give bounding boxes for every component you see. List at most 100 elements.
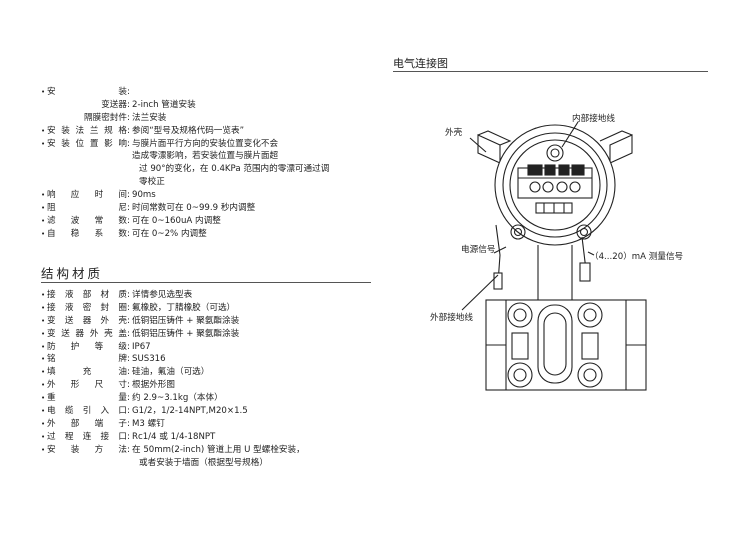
spec-label: 安装方法: [47, 444, 127, 455]
spec-row: •响应时间:90ms: [41, 189, 371, 202]
bullet-icon: •: [41, 419, 46, 428]
bullet-icon: •: [41, 291, 46, 299]
spec-row: •安装法兰规格:参阅“型号及规格代码一览表”: [41, 125, 371, 138]
spec-label: 接液部材质: [47, 290, 127, 300]
spec-value: 硅油，氟油（可选）: [132, 367, 210, 378]
colon: :: [127, 125, 130, 136]
spec-value: 可在 0~160uA 内调整: [132, 215, 221, 226]
spec-value: 参阅“型号及规格代码一览表”: [132, 125, 245, 136]
spec-value: 或者安装于墙面（根据型号规格）: [139, 457, 268, 468]
bullet-icon: •: [41, 368, 46, 377]
spec-value: 根据外形图: [132, 380, 175, 391]
colon: :: [127, 393, 130, 404]
spec-row: 零校正: [41, 176, 371, 189]
spec-value: 与膜片面平行方向的安装位置变化不会: [132, 138, 279, 149]
colon: :: [127, 315, 130, 326]
spec-label: 变送器外壳盖: [47, 328, 127, 339]
colon: :: [127, 354, 130, 365]
spec-value: 约 2.9~3.1kg（本体）: [132, 393, 223, 404]
spec-label: 外形尺寸: [47, 380, 127, 391]
spec-label: 填 充 油: [47, 367, 127, 378]
spec-row: 变送器:2-inch 管道安装: [41, 99, 371, 112]
spec-value: 低铜铝压铸件 + 聚氨酯涂装: [132, 315, 240, 326]
spec-row: •外形尺寸:根据外形图: [41, 379, 371, 392]
spec-row: •安装方法:在 50mm(2-inch) 管道上用 U 型螺栓安装，: [41, 444, 371, 457]
colon: :: [127, 406, 130, 417]
colon: :: [127, 418, 130, 429]
spec-label: 外部端子: [47, 418, 127, 429]
materials-title: 结构材质: [41, 266, 104, 281]
spec-value: 在 50mm(2-inch) 管道上用 U 型螺栓安装，: [132, 444, 305, 455]
spec-label: 铭 牌: [47, 354, 127, 365]
housing-ring: [502, 132, 608, 238]
spec-row: •过程连接口:Rc1/4 或 1/4-18NPT: [41, 431, 371, 444]
spec-row: •滤波常数:可在 0~160uA 内调整: [41, 215, 371, 228]
label-shell: 外壳: [445, 128, 463, 138]
spec-value: G1/2，1/2-14NPT,M20×1.5: [132, 406, 248, 417]
spec-row: •铭 牌:SUS316: [41, 353, 371, 366]
spec-value: 可在 0~2% 内调整: [132, 228, 207, 239]
wiring-title: 电气连接图: [393, 57, 448, 70]
spec-row: 或者安装于墙面（根据型号规格）: [41, 457, 371, 470]
label-internal-ground: 内部接地线: [572, 114, 615, 124]
label-measure-signal: （4...20）mA 测量信号: [590, 252, 684, 262]
spec-value: 法兰安装: [132, 112, 167, 123]
spec-value: 造成零漂影响，若安装位置与膜片面超: [132, 151, 279, 162]
label-external-ground: 外部接地线: [430, 313, 473, 323]
bullet-icon: •: [41, 432, 46, 441]
wiring-diagram: [461, 121, 647, 391]
bullet-icon: •: [41, 342, 46, 351]
colon: :: [127, 215, 130, 226]
bullet-icon: •: [41, 191, 46, 200]
colon: :: [127, 367, 130, 378]
spec-row: 隔膜密封件:法兰安装: [41, 112, 371, 125]
spec-label: 重 量: [47, 393, 127, 404]
spec-value: 低铜铝压铸件 + 聚氨酯涂装: [132, 328, 240, 339]
spec-value: 过 90°的变化，在 0.4KPa 范围内的零漂可通过调: [139, 164, 330, 175]
colon: :: [127, 99, 130, 110]
spec-row: •防护等级:IP67: [41, 341, 371, 354]
spec-label: 过程连接口: [47, 431, 127, 442]
bullet-icon: •: [41, 216, 46, 225]
spec-value: 详情参见选型表: [132, 290, 193, 300]
spec-value: 氟橡胶，丁腈橡胶（可选）: [132, 302, 236, 313]
spec-row: •变送器外壳:低铜铝压铸件 + 聚氨酯涂装: [41, 315, 371, 328]
spec-row: •接液部材质:详情参见选型表: [41, 289, 371, 302]
spec-value: 零校正: [139, 177, 165, 188]
spec-row: •阻 尼:时间常数可在 0~99.9 秒内调整: [41, 202, 371, 215]
bullet-icon: •: [41, 329, 46, 338]
spec-row: 过 90°的变化，在 0.4KPa 范围内的零漂可通过调: [41, 163, 371, 176]
bullet-icon: •: [41, 229, 46, 238]
colon: :: [127, 112, 130, 123]
colon: :: [127, 380, 130, 391]
bullet-icon: •: [41, 126, 46, 135]
spec-label: 接液密封圈: [47, 302, 127, 313]
spec-value: 2-inch 管道安装: [132, 99, 196, 110]
bullet-icon: •: [41, 394, 46, 403]
right-conduit: [599, 130, 633, 164]
colon: :: [127, 290, 130, 300]
label-power-signal: 电源信号: [461, 245, 496, 255]
colon: :: [127, 203, 130, 214]
colon: :: [127, 190, 130, 201]
spec-label: 防护等级: [47, 341, 127, 352]
spec-row: •接液密封圈:氟橡胶，丁腈橡胶（可选）: [41, 302, 371, 315]
spec-row: •安装位置影响:与膜片面平行方向的安装位置变化不会: [41, 138, 371, 151]
colon: :: [127, 302, 130, 313]
spec-row: •填 充 油:硅油，氟油（可选）: [41, 366, 371, 379]
bullet-icon: •: [41, 204, 46, 213]
colon: :: [127, 138, 130, 149]
housing-outer: [494, 124, 616, 246]
materials-list: •接液部材质:详情参见选型表•接液密封圈:氟橡胶，丁腈橡胶（可选）•变送器外壳:…: [41, 289, 371, 469]
bullet-icon: •: [41, 316, 46, 325]
bullet-icon: •: [41, 355, 46, 364]
wiring-divider: [393, 71, 708, 72]
spec-row: •外部端子:M3 螺钉: [41, 418, 371, 431]
bullet-icon: •: [41, 139, 46, 148]
colon: :: [127, 341, 130, 352]
colon: :: [127, 328, 130, 339]
spec-label: 滤波常数: [47, 215, 127, 226]
colon: :: [127, 228, 130, 239]
spec-row: •自稳系数:可在 0~2% 内调整: [41, 228, 371, 241]
spec-label: 变送器外壳: [47, 315, 127, 326]
